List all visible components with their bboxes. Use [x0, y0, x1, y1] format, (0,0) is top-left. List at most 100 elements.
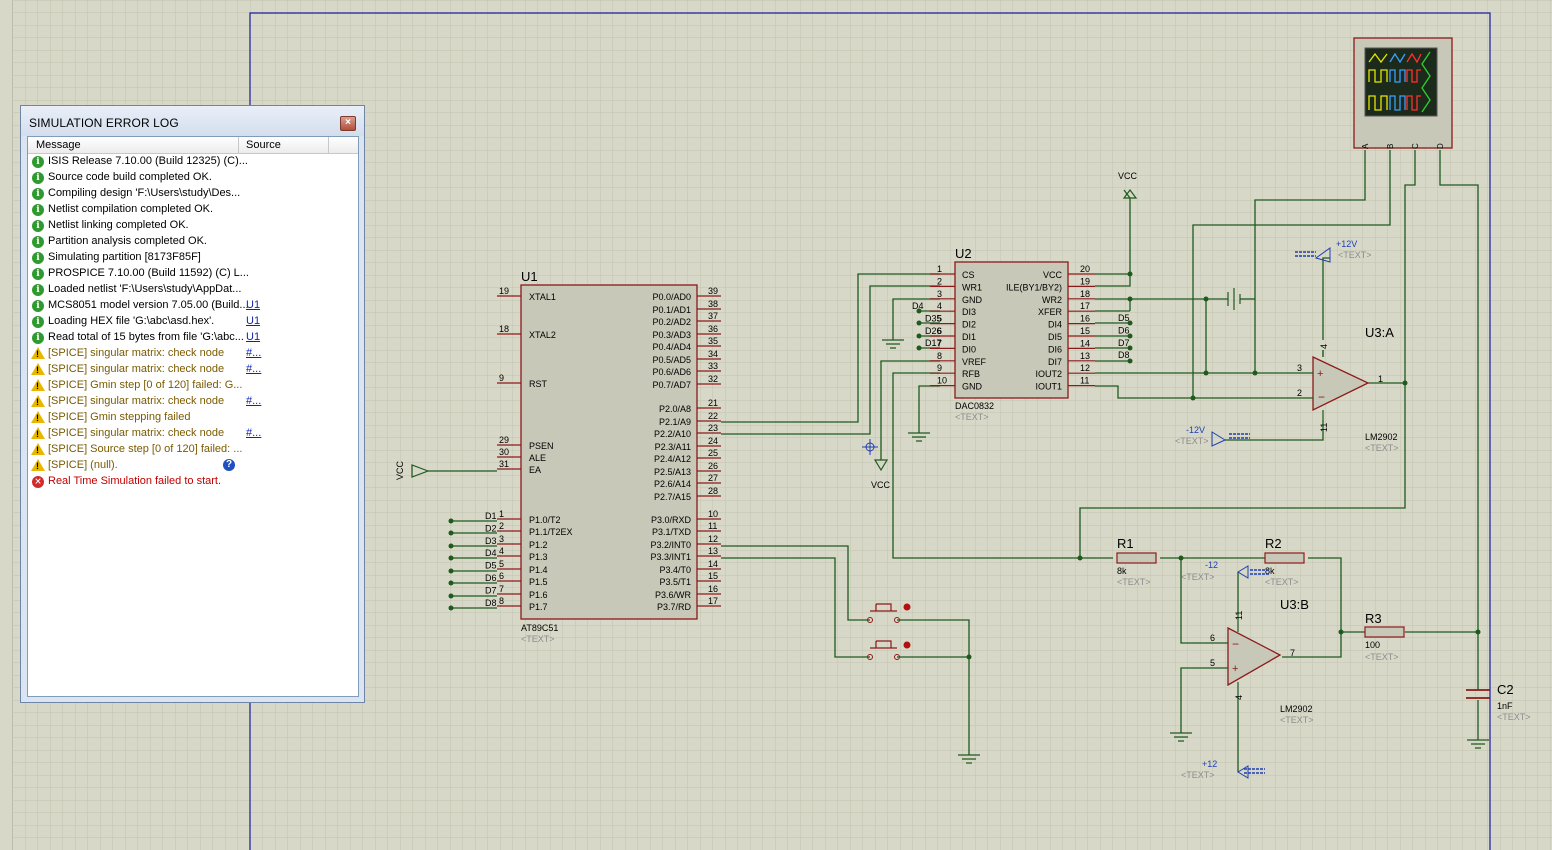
log-row[interactable]: [SPICE] (null).? [28, 458, 358, 474]
power-label-p12a: +12V [1336, 239, 1357, 249]
u1-pin-number: 13 [708, 546, 718, 556]
r3-resistor[interactable]: R3 100 <TEXT> [1364, 611, 1405, 662]
warning-icon [31, 395, 45, 408]
svg-text:−: − [1232, 637, 1239, 651]
u1-pin-number: 14 [708, 559, 718, 569]
u1-pin-name: P2.3/A11 [655, 442, 691, 452]
pushbutton-2[interactable] [867, 640, 911, 660]
log-message: [SPICE] (null). [48, 459, 118, 471]
help-icon[interactable]: ? [223, 459, 235, 471]
log-row[interactable]: [SPICE] singular matrix: check node #... [28, 346, 358, 362]
vcc-terminal-left[interactable]: VCC [395, 460, 430, 480]
info-icon: i [32, 156, 44, 168]
r3-value: 100 [1365, 640, 1380, 650]
log-row[interactable]: ×Real Time Simulation failed to start. [28, 474, 358, 490]
window-titlebar[interactable]: SIMULATION ERROR LOG × [21, 106, 364, 136]
vcc-terminal-mid[interactable]: VCC [871, 459, 891, 490]
u3b-opamp[interactable]: − + 6 5 7 11 4 U3:B LM2902 <TEXT> [1210, 597, 1314, 725]
vcc-terminal-top[interactable]: VCC [1118, 171, 1138, 199]
r1-resistor[interactable]: R1 8k <TEXT> [1116, 536, 1157, 587]
oscilloscope[interactable]: A B C D [1353, 37, 1453, 149]
u3b-pin-11: 11 [1234, 611, 1244, 620]
info-icon: i [32, 284, 44, 296]
r2-resistor[interactable]: R2 8k <TEXT> [1264, 536, 1305, 587]
column-header-message[interactable]: Message [36, 139, 81, 151]
junction-dots [448, 271, 1481, 660]
log-row[interactable]: i ISIS Release 7.10.00 (Build 12325) (C).… [28, 154, 358, 170]
window-title: SIMULATION ERROR LOG [29, 116, 179, 130]
u1-pin-number: 1 [499, 509, 504, 519]
info-icon: i [32, 220, 44, 232]
u1-pin-name: P0.2/AD2 [652, 317, 691, 327]
u1-pin-number: 35 [708, 336, 718, 346]
power-minus12-top[interactable]: -12V <TEXT> [1175, 425, 1250, 447]
u1-pin-number: 29 [499, 435, 509, 445]
u3a-pin-1: 1 [1378, 374, 1383, 384]
power-minus12-bottom[interactable]: -12 <TEXT> [1181, 560, 1270, 582]
log-row[interactable]: [SPICE] Gmin step [0 of 120] failed: G..… [28, 378, 358, 394]
u2-pin-number: 6 [937, 326, 942, 336]
u2-net-label: D4 [912, 301, 924, 311]
u2-dac[interactable]: U2 DAC0832 <TEXT> 1CS2WR13GND4DI35DI26DI… [912, 246, 1130, 422]
u1-microcontroller[interactable]: U1 AT89C51 <TEXT> 19XTAL118XTAL29RST29PS… [485, 269, 721, 644]
log-source-link[interactable]: #... [246, 395, 262, 407]
log-row[interactable]: [SPICE] singular matrix: check node#... [28, 426, 358, 442]
u1-net-label: D7 [485, 585, 497, 595]
log-source-link[interactable]: #... [246, 363, 262, 375]
power-plus12-top[interactable]: +12V <TEXT> [1295, 239, 1372, 263]
u3a-opamp[interactable]: + − 3 2 1 4 11 U3:A LM2902 <TEXT> [1297, 325, 1399, 453]
u1-pin-name: P3.5/T1 [659, 577, 691, 587]
pushbutton-1[interactable] [867, 603, 911, 623]
warning-icon [31, 443, 45, 456]
log-row[interactable]: [SPICE] singular matrix: check node#... [28, 362, 358, 378]
u2-pin-number: 12 [1080, 363, 1090, 373]
log-source-link[interactable]: U1 [246, 331, 261, 343]
u1-left-pins: 19XTAL118XTAL29RST29PSEN30ALE31EA1P1.0/T… [497, 286, 573, 612]
log-source-link[interactable]: U1 [246, 299, 261, 311]
u1-pin-number: 6 [499, 571, 504, 581]
c2-capacitor[interactable]: C2 1nF <TEXT> [1466, 682, 1531, 722]
u1-pin-number: 17 [708, 596, 718, 606]
log-row[interactable]: [SPICE] Gmin stepping failed [28, 410, 358, 426]
u1-pin-number: 28 [708, 486, 718, 496]
u2-pin-number: 9 [937, 363, 942, 373]
column-header-source[interactable]: Source [246, 139, 281, 151]
close-icon[interactable]: × [340, 116, 356, 131]
log-row[interactable]: [SPICE] singular matrix: check node#... [28, 394, 358, 410]
u1-pin-number: 32 [708, 374, 718, 384]
u1-net-label: D8 [485, 598, 497, 608]
r2-ref: R2 [1265, 536, 1282, 551]
error-log-list[interactable]: Message Source i ISIS Release 7.10.00 (Bu… [27, 136, 359, 697]
log-message: ISIS Release 7.10.00 (Build 12325) (C)..… [48, 155, 248, 167]
log-source-link[interactable]: #... [246, 427, 262, 439]
log-source-link[interactable]: U1 [246, 315, 261, 327]
u1-pin-name: P1.6 [529, 590, 548, 600]
u1-body[interactable] [520, 284, 698, 620]
u1-pin-name: P1.3 [529, 552, 548, 562]
u2-body[interactable] [954, 261, 1069, 399]
r3-text: <TEXT> [1365, 652, 1399, 662]
log-message: [SPICE] Source step [0 of 120] failed: .… [48, 443, 243, 455]
log-message: [SPICE] singular matrix: check node [48, 347, 225, 359]
u1-pin-name: P1.7 [529, 602, 548, 612]
log-row[interactable]: [SPICE] Source step [0 of 120] failed: .… [28, 442, 358, 458]
warning-icon [31, 379, 45, 392]
u1-pin-number: 25 [708, 448, 718, 458]
power-plus12-bottom[interactable]: +12 <TEXT> [1181, 759, 1265, 780]
u1-pin-name: P2.0/A8 [659, 404, 691, 414]
u1-pin-number: 12 [708, 534, 718, 544]
log-message: Source code build completed OK. [48, 171, 212, 183]
log-source-link[interactable]: #... [246, 347, 262, 359]
